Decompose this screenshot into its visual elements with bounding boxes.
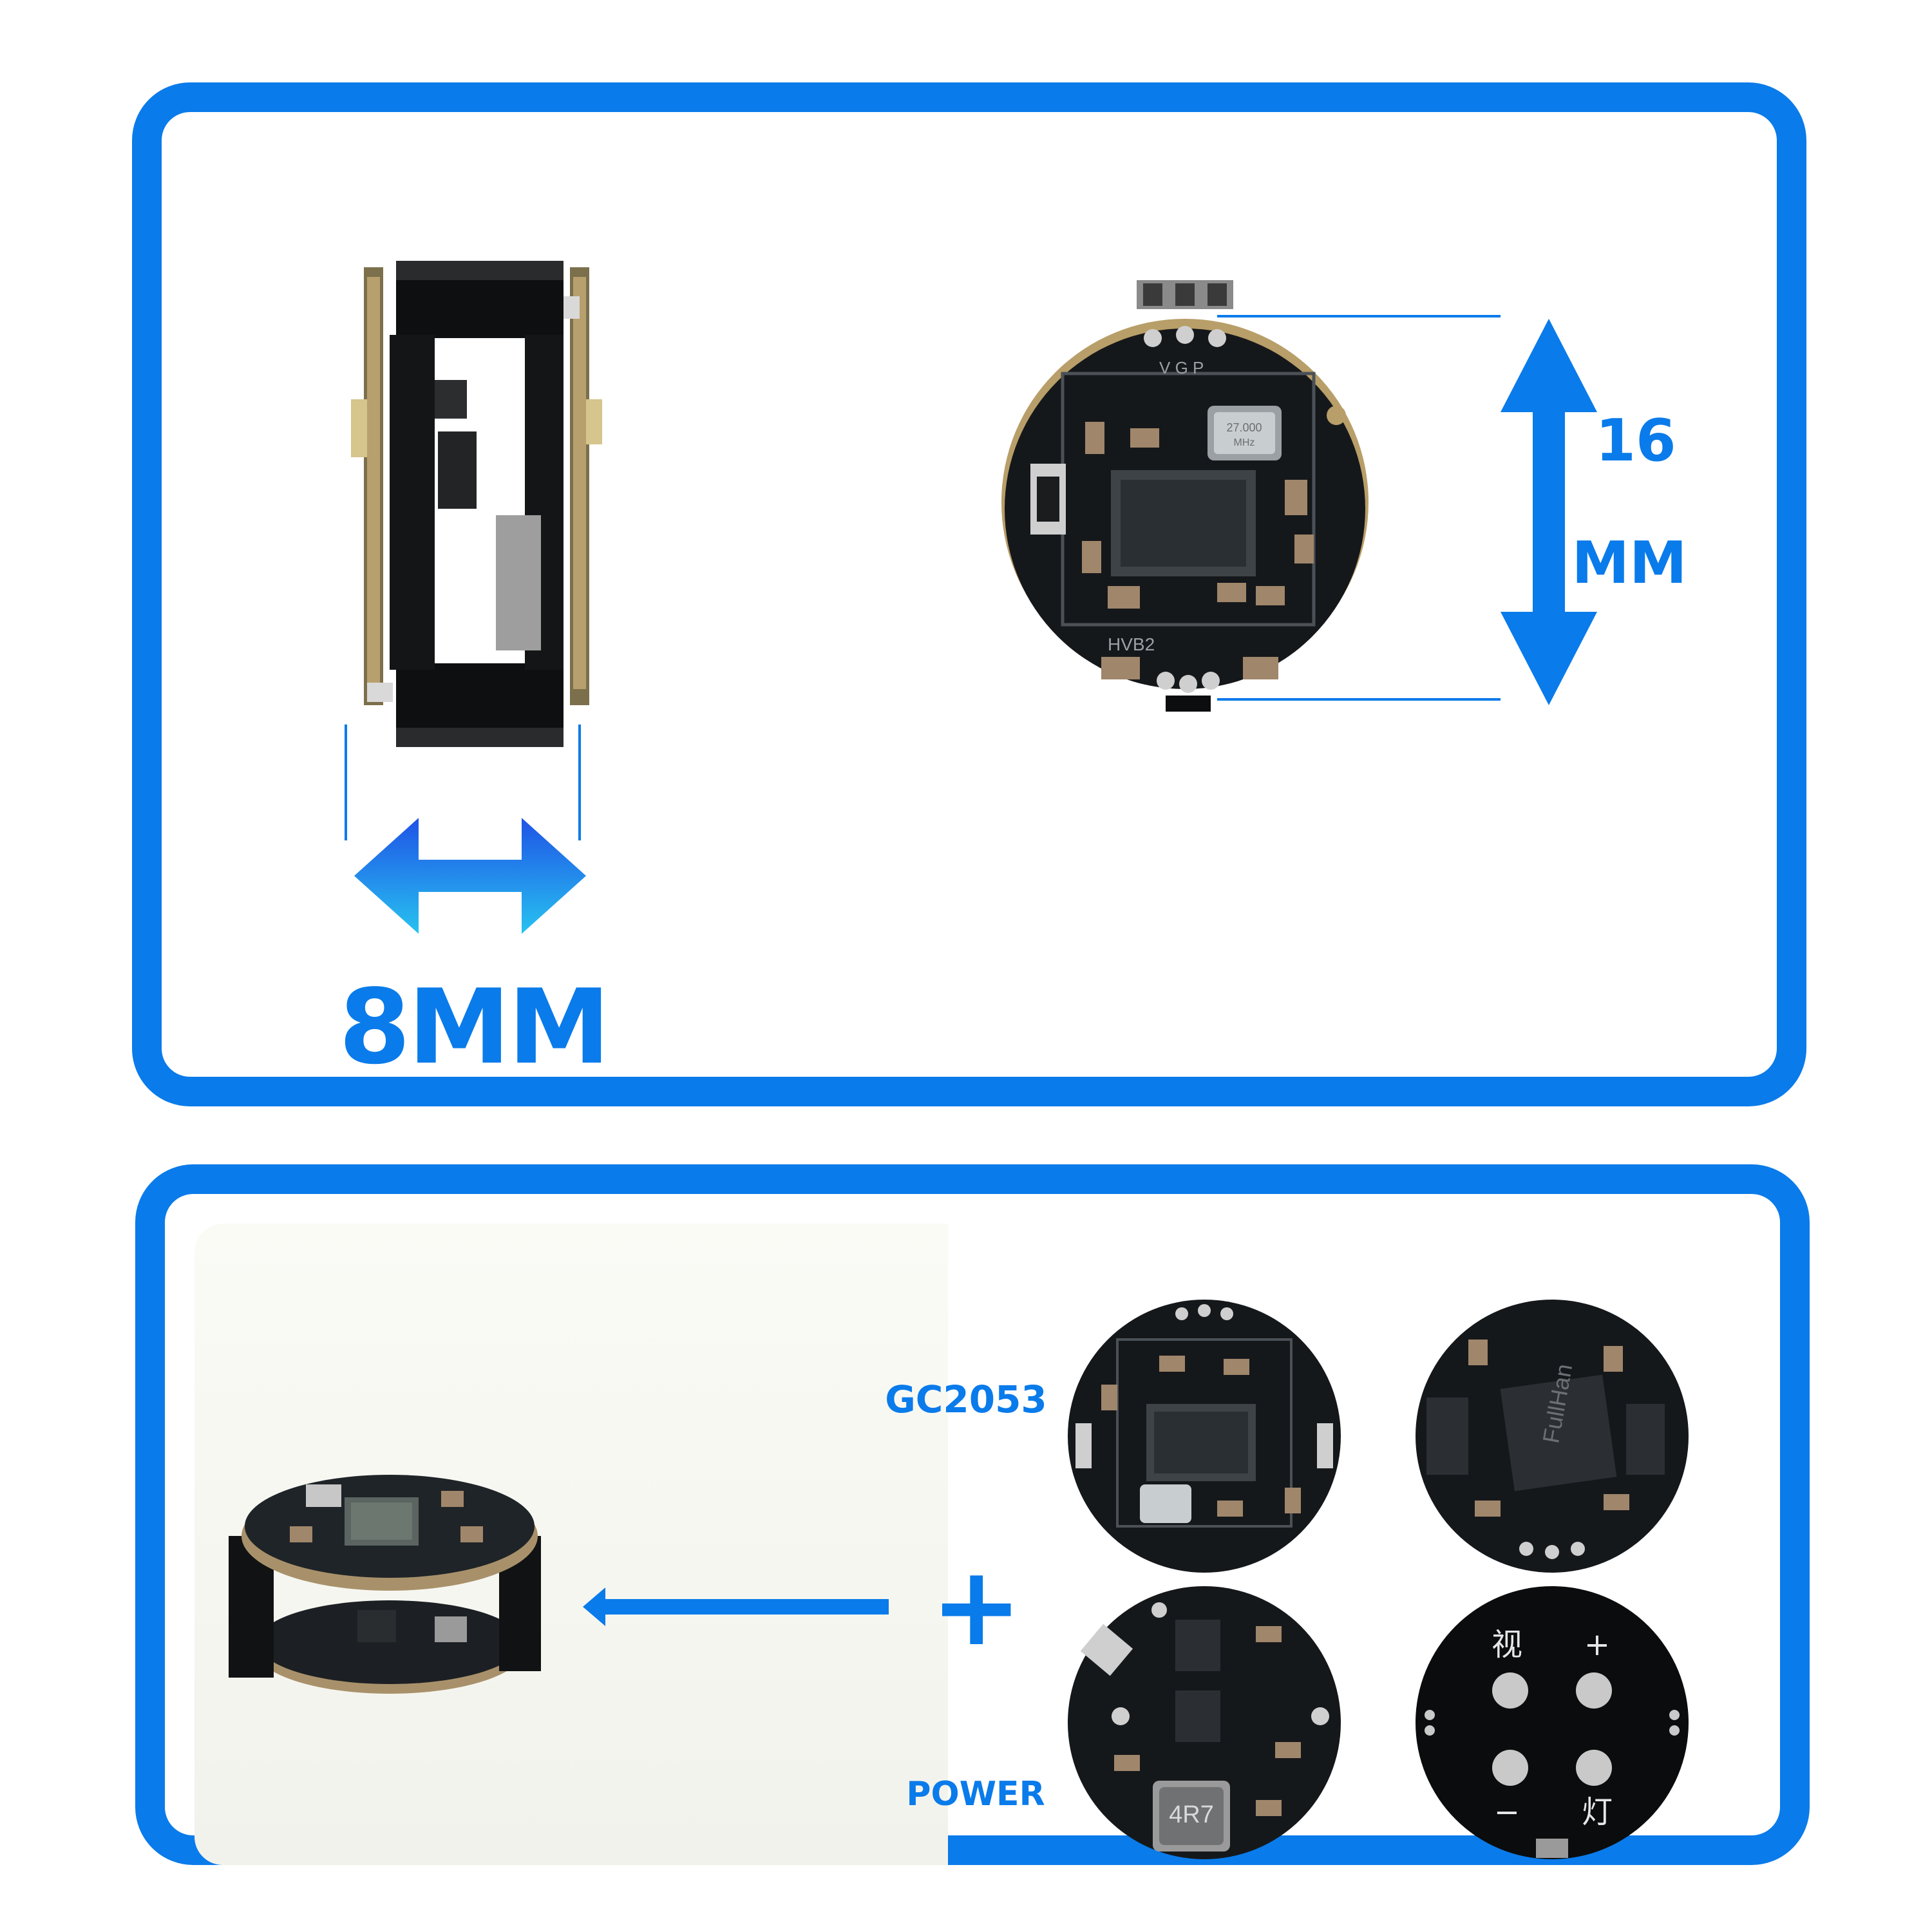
pad-label-light: 灯	[1582, 1794, 1613, 1830]
crystal-text-2: MHz	[1234, 437, 1255, 448]
board-code: HVB2	[1108, 634, 1155, 654]
height-label-value: 16	[1595, 407, 1676, 475]
height-dimension-line-bottom	[1217, 698, 1501, 701]
pad-board: 视 + − 灯	[1416, 1586, 1689, 1859]
module-side-view	[351, 261, 602, 747]
sensor-board	[1068, 1300, 1341, 1573]
pad-label-plus: +	[1584, 1627, 1610, 1663]
plus-sign: +	[931, 1543, 1023, 1671]
power-board: 4R7	[1068, 1586, 1341, 1859]
width-arrow	[354, 818, 586, 934]
assembly-arrow	[583, 1587, 889, 1626]
width-dimension-line-right	[578, 724, 581, 840]
module-front-view: 27.000 MHz V G P HVB2	[1001, 280, 1368, 712]
inductor-text: 4R7	[1169, 1801, 1214, 1828]
pad-label-minus: −	[1494, 1794, 1520, 1830]
height-arrow	[1501, 319, 1597, 705]
width-label: 8MM	[339, 967, 611, 1087]
power-label: POWER	[906, 1775, 1045, 1814]
height-label-unit: MM	[1571, 529, 1687, 597]
width-dimension-line-left	[345, 724, 347, 840]
height-dimension-line-top	[1217, 315, 1501, 317]
board-top-text: V G P	[1159, 358, 1204, 377]
pad-label-video: 视	[1492, 1627, 1522, 1663]
assembled-module	[229, 1475, 541, 1694]
crystal-text-1: 27.000	[1226, 421, 1262, 434]
sensor-label: GC2053	[885, 1378, 1047, 1421]
processor-board: FullHan	[1416, 1300, 1689, 1573]
